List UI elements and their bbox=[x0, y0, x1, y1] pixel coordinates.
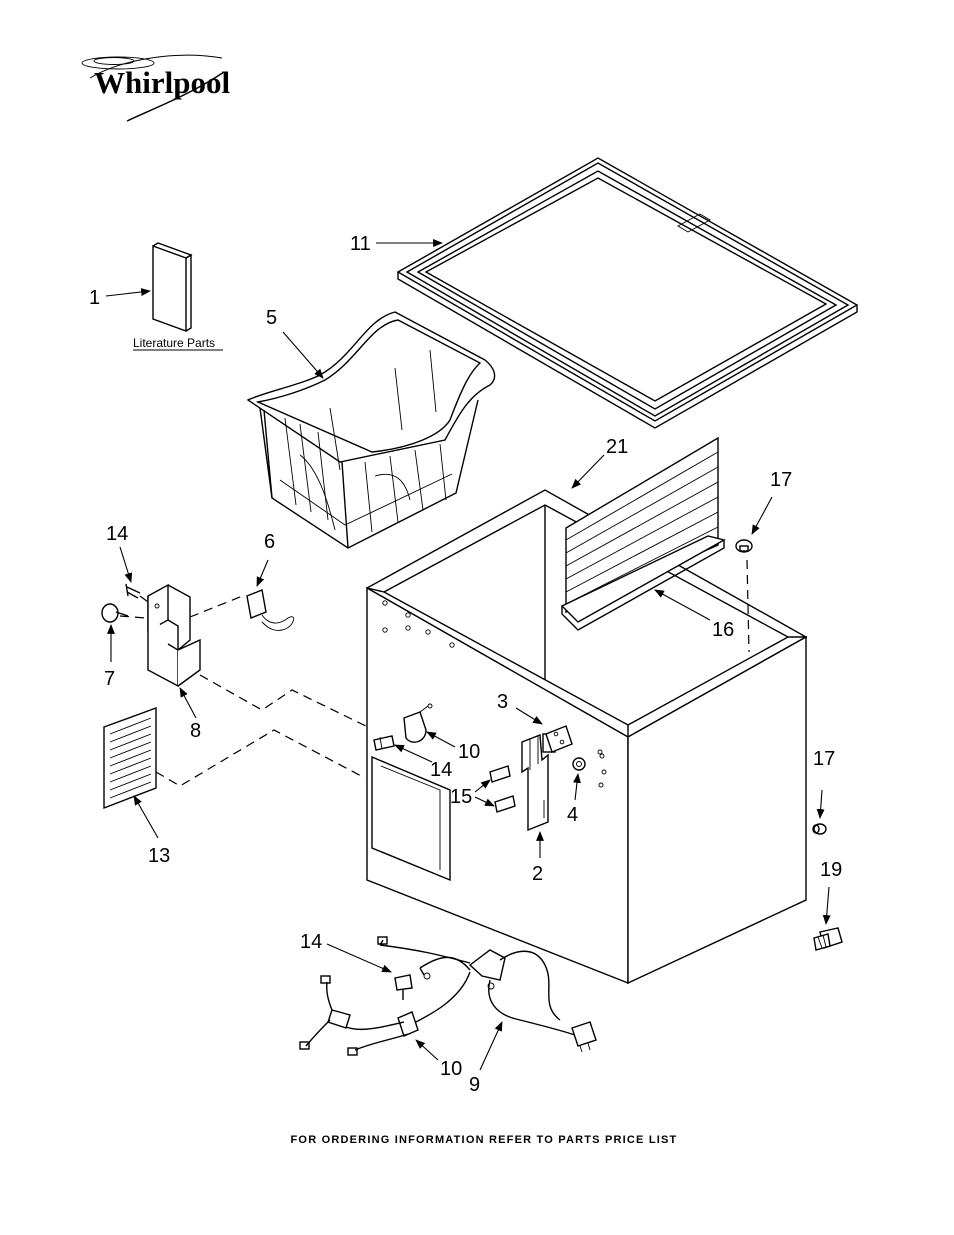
part-screw-control bbox=[125, 583, 149, 603]
part-hinge-nut bbox=[572, 749, 603, 771]
part-knob bbox=[101, 603, 147, 623]
callout-19: 19 bbox=[820, 859, 842, 881]
brand-wordmark: Whirlpool bbox=[94, 65, 230, 100]
part-thermostat bbox=[189, 589, 295, 631]
callout-10-upper: 10 bbox=[458, 741, 480, 763]
callout-8: 8 bbox=[190, 720, 201, 742]
callout-15: 15 bbox=[450, 786, 472, 808]
callout-17-upper: 17 bbox=[770, 469, 792, 491]
part-divider bbox=[560, 436, 726, 631]
part-leveling-leg bbox=[813, 927, 843, 951]
callout-2: 2 bbox=[532, 863, 543, 885]
callout-17-lower: 17 bbox=[813, 748, 835, 770]
whirlpool-logo: Whirlpool bbox=[81, 54, 230, 122]
callout-10-lower: 10 bbox=[440, 1058, 462, 1080]
part-hinge bbox=[521, 733, 556, 832]
callout-leader-lines bbox=[105, 239, 831, 1071]
callout-1: 1 bbox=[89, 287, 100, 309]
part-lid bbox=[396, 157, 859, 429]
part-clamp-upper bbox=[373, 703, 433, 751]
callout-13: 13 bbox=[148, 845, 170, 867]
part-plug-upper bbox=[735, 539, 753, 653]
callout-7: 7 bbox=[104, 668, 115, 690]
part-literature bbox=[133, 242, 223, 351]
callout-14-control: 14 bbox=[106, 523, 128, 545]
callout-16: 16 bbox=[712, 619, 734, 641]
callout-21: 21 bbox=[606, 436, 628, 458]
part-hinge-screws bbox=[489, 765, 516, 813]
part-control-box bbox=[147, 583, 201, 688]
part-wiring-harness bbox=[299, 936, 597, 1056]
callout-11: 11 bbox=[350, 233, 371, 255]
part-grille bbox=[103, 706, 366, 810]
callout-14-harness: 14 bbox=[300, 931, 322, 953]
callout-5: 5 bbox=[266, 307, 277, 329]
part-plug-lower bbox=[812, 823, 827, 835]
part-cabinet bbox=[365, 489, 808, 985]
part-hinge-bracket bbox=[545, 725, 573, 753]
callout-6: 6 bbox=[264, 531, 275, 553]
literature-parts-label: Literature Parts bbox=[133, 336, 215, 350]
callout-labels: 1 11 5 21 17 14 6 7 8 16 3 10 14 15 4 17… bbox=[89, 233, 842, 1096]
callout-3: 3 bbox=[497, 691, 508, 713]
callout-4: 4 bbox=[567, 804, 578, 826]
ordering-info-footer: FOR ORDERING INFORMATION REFER TO PARTS … bbox=[291, 1134, 678, 1146]
callout-9: 9 bbox=[469, 1074, 480, 1096]
part-basket bbox=[246, 311, 496, 549]
callout-14-clamp: 14 bbox=[430, 759, 452, 781]
